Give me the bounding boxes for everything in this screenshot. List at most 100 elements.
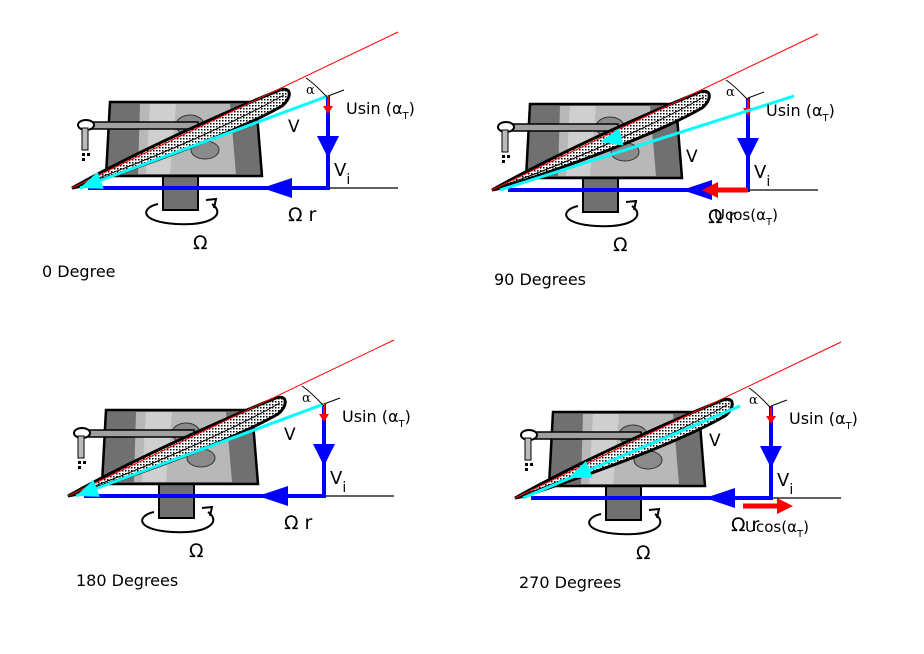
- usin-arrowhead-icon: [323, 106, 333, 114]
- rotation-arrow-icon: [141, 511, 215, 534]
- omega-r-label: Ω r: [284, 512, 313, 534]
- dot: [78, 461, 81, 464]
- ucos-arrowhead-icon: [777, 498, 793, 514]
- usin-label: Usin (αT): [789, 409, 858, 432]
- rotation-arrowhead-icon: [205, 197, 218, 209]
- resultant-v-arrowhead-icon: [80, 171, 104, 189]
- alpha-label: α: [726, 85, 735, 100]
- vi-arrowhead-icon: [737, 138, 759, 160]
- vi-text: V: [330, 468, 343, 489]
- resultant-v-vector: [499, 94, 795, 192]
- omega-r-arrowhead-icon: [682, 180, 712, 200]
- panel-caption: 0 Degree: [42, 262, 116, 281]
- airfoil-blade: [514, 397, 734, 500]
- ucos-label: Ucos(αT): [745, 518, 809, 540]
- alpha-tick: [770, 399, 788, 407]
- ucos-text: Ucos(α: [745, 518, 797, 536]
- v-label: V: [686, 147, 698, 167]
- v-label: V: [709, 431, 721, 451]
- resultant-v-arrowhead-icon: [76, 479, 100, 497]
- panel-caption: 90 Degrees: [494, 270, 586, 289]
- ucos-text: Ucos(α: [714, 206, 766, 224]
- usin-subscript: T: [822, 113, 830, 124]
- alpha-tick: [323, 397, 341, 405]
- vi-subscript: i: [789, 482, 793, 498]
- omega-r-arrowhead-icon: [258, 486, 288, 506]
- vi-label: Vi: [330, 468, 346, 496]
- ucos-close: ): [772, 206, 778, 224]
- chord-line: [514, 341, 842, 499]
- omega-label: Ω: [193, 232, 208, 254]
- airfoil-blade: [491, 89, 711, 192]
- ucos-subscript: T: [765, 217, 773, 228]
- vi-text: V: [334, 160, 347, 181]
- pitch-link: [530, 431, 642, 440]
- resultant-v-vector: [522, 404, 741, 500]
- resultant-v-vector: [79, 94, 329, 190]
- v-label: V: [284, 425, 296, 445]
- camber-line: [69, 402, 281, 496]
- usin-arrowhead-icon: [319, 414, 329, 422]
- pitch-link: [87, 121, 199, 130]
- dot: [82, 153, 85, 156]
- omega-label: Ω: [613, 234, 628, 256]
- alpha-label: α: [306, 83, 315, 98]
- pitch-rod: [501, 129, 509, 153]
- rotation-arrow-icon: [588, 513, 662, 536]
- v-label: V: [288, 117, 300, 137]
- camber-line: [73, 94, 285, 188]
- vi-label: Vi: [334, 160, 350, 188]
- chord-line: [491, 33, 819, 191]
- pitch-link: [507, 123, 619, 132]
- alpha-arc-icon: [301, 385, 325, 407]
- vi-arrowhead-icon: [317, 136, 339, 158]
- omega-label: Ω: [189, 540, 204, 562]
- usin-text: Usin (α: [346, 99, 403, 118]
- rotation-arrow-icon: [145, 203, 219, 226]
- rotation-arrow-icon: [565, 205, 639, 228]
- usin-close: ): [405, 407, 411, 426]
- usin-subscript: T: [402, 111, 410, 122]
- usin-arrowhead-icon: [766, 416, 776, 424]
- vi-label: Vi: [777, 470, 793, 498]
- alpha-label: α: [749, 393, 758, 408]
- chord-line: [71, 31, 399, 189]
- usin-label: Usin (αT): [346, 99, 415, 122]
- vi-label: Vi: [754, 162, 770, 190]
- pitch-rod: [524, 437, 532, 461]
- ucos-label: Ucos(αT): [714, 206, 778, 228]
- usin-close: ): [852, 409, 858, 428]
- rotation-arrowhead-icon: [625, 199, 638, 211]
- omega-label: Ω: [636, 542, 651, 564]
- vi-subscript: i: [346, 172, 350, 188]
- resultant-v-arrowhead-icon: [569, 461, 593, 478]
- alpha-arc-icon: [725, 79, 749, 101]
- dot: [83, 461, 86, 464]
- dot: [525, 468, 528, 471]
- usin-text: Usin (α: [342, 407, 399, 426]
- pitch-link: [83, 429, 195, 438]
- usin-label: Usin (αT): [342, 407, 411, 430]
- usin-text: Usin (α: [789, 409, 846, 428]
- dot: [502, 160, 505, 163]
- pitch-rod: [81, 127, 89, 151]
- resultant-v-vector: [75, 402, 325, 498]
- omega-r-arrowhead-icon: [705, 488, 735, 508]
- usin-subscript: T: [398, 419, 406, 430]
- alpha-label: α: [302, 391, 311, 406]
- dot: [530, 463, 533, 466]
- vi-text: V: [754, 162, 767, 183]
- dot: [525, 463, 528, 466]
- vi-arrowhead-icon: [313, 444, 335, 466]
- omega-r-label: Ω r: [708, 206, 737, 228]
- alpha-tick: [747, 91, 765, 99]
- alpha-arc-icon: [305, 77, 329, 99]
- omega-r-label: Ω r: [288, 204, 317, 226]
- dot: [507, 155, 510, 158]
- usin-text: Usin (α: [766, 101, 823, 120]
